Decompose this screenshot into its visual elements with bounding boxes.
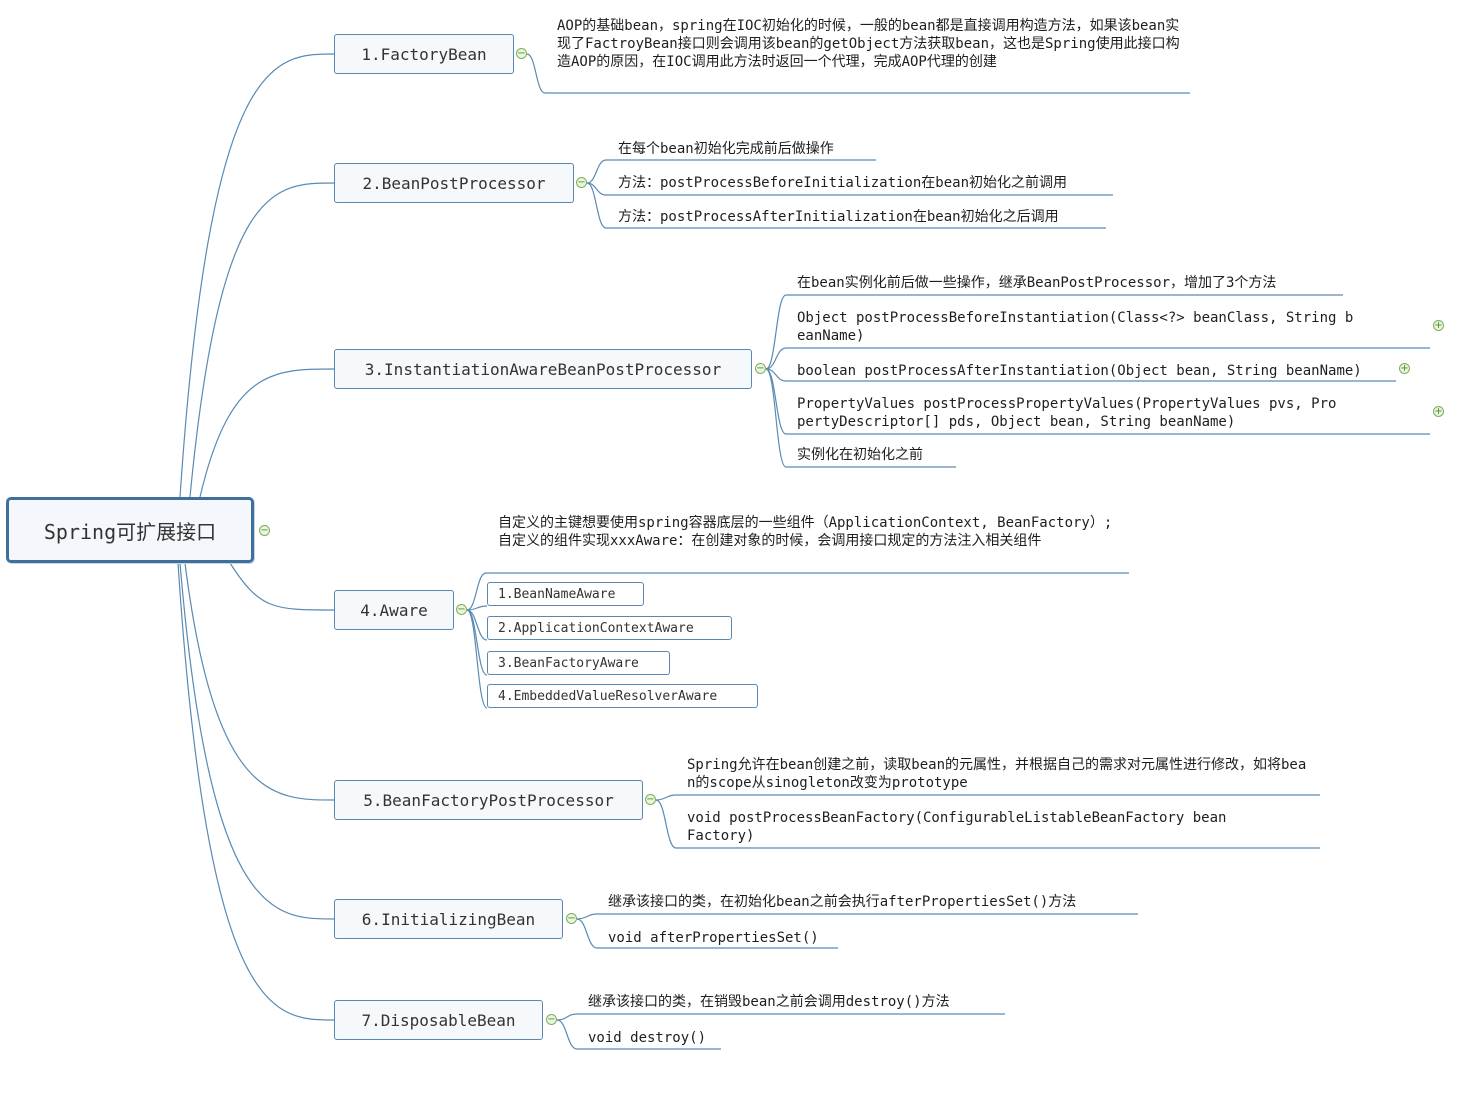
link-b6-leaf-1 (576, 918, 598, 949)
link-b7-leaf-0 (556, 1013, 578, 1021)
branch-label: 3.InstantiationAwareBeanPostProcessor (364, 359, 722, 379)
branch-beanfactorypostprocessor-toggle[interactable]: − (645, 794, 656, 805)
beanpostprocessor-desc: 在每个bean初始化完成前后做操作 (618, 141, 834, 157)
branch-label: 5.BeanFactoryPostProcessor (363, 790, 614, 810)
initializingbean-desc: 继承该接口的类，在初始化bean之前会执行afterPropertiesSet(… (608, 894, 1077, 910)
branch-beanpostprocessor[interactable]: 2.BeanPostProcessor (334, 163, 574, 203)
link-b2-leaf-2 (586, 182, 607, 229)
root-link-1 (179, 53, 335, 498)
branch-disposablebean[interactable]: 7.DisposableBean (334, 1000, 543, 1040)
branch-label: 4.Aware (360, 600, 428, 620)
branch-initializingbean-toggle[interactable]: − (566, 913, 577, 924)
root-link-3 (199, 368, 335, 498)
instantiationaware-method-properties: PropertyValues postProcessPropertyValues… (797, 396, 1337, 430)
branch-aware-toggle[interactable]: − (456, 604, 467, 615)
aware-description: 自定义的主键想要使用spring容器底层的一些组件（ApplicationCon… (498, 515, 1113, 549)
link-b4-desc (466, 572, 487, 611)
link-b7-leaf-1 (556, 1019, 578, 1050)
branch-disposablebean-toggle[interactable]: − (546, 1014, 557, 1025)
branch-beanfactorypostprocessor[interactable]: 5.BeanFactoryPostProcessor (334, 780, 643, 820)
root-link-5 (184, 562, 335, 801)
link-b4-child-0 (466, 605, 488, 611)
branch-factorybean-toggle[interactable]: − (516, 48, 527, 59)
link-b3-leaf-2 (765, 368, 787, 382)
branch-label: 6.InitializingBean (361, 909, 536, 929)
beanfactorypostprocessor-desc: Spring允许在bean创建之前，读取bean的元属性，并根据自己的需求对元属… (687, 757, 1307, 791)
root-node[interactable]: Spring可扩展接口 (6, 497, 254, 563)
branch-instantiationaware[interactable]: 3.InstantiationAwareBeanPostProcessor (334, 349, 752, 389)
root-link-7 (177, 562, 335, 1021)
disposablebean-desc: 继承该接口的类，在销毁bean之前会调用destroy()方法 (588, 994, 950, 1010)
link-b3-leaf-1 (765, 347, 787, 370)
instantiationaware-method-before: Object postProcessBeforeInstantiation(Cl… (797, 310, 1354, 344)
branch-label: 7.DisposableBean (361, 1010, 516, 1030)
aware-child-applicationcontextaware[interactable]: 2.ApplicationContextAware (487, 616, 732, 640)
branch-label: 2.BeanPostProcessor (362, 173, 546, 193)
link-b6-leaf-0 (576, 913, 598, 920)
disposablebean-method: void destroy() (588, 1030, 707, 1046)
root-collapse-toggle[interactable]: − (259, 525, 270, 536)
method-before-expand-toggle[interactable]: + (1433, 320, 1444, 331)
method-after-expand-toggle[interactable]: + (1399, 363, 1410, 374)
link-b5-leaf-1 (655, 799, 677, 849)
link-b4-child-2 (466, 609, 488, 676)
branch-factorybean[interactable]: 1.FactoryBean (334, 34, 514, 74)
beanpostprocessor-method-before: 方法：postProcessBeforeInitialization在bean初… (618, 175, 1068, 191)
link-b2-leaf-0 (586, 159, 607, 184)
beanfactorypostprocessor-method: void postProcessBeanFactory(Configurable… (687, 810, 1227, 844)
beanpostprocessor-method-after: 方法：postProcessAfterInitialization在bean初始… (618, 209, 1059, 225)
factorybean-description: AOP的基础bean，spring在IOC初始化的时候，一般的bean都是直接调… (557, 18, 1180, 70)
root-link-4 (229, 562, 335, 611)
link-b5-leaf-0 (655, 794, 677, 801)
aware-child-beannameaware[interactable]: 1.BeanNameAware (487, 582, 644, 606)
branch-label: 1.FactoryBean (361, 44, 487, 64)
root-label: Spring可扩展接口 (43, 519, 217, 544)
link-b3-leaf-4 (765, 368, 787, 468)
link-b4-child-3 (466, 609, 488, 709)
root-link-2 (189, 182, 335, 498)
branch-aware[interactable]: 4.Aware (334, 590, 454, 630)
link-b3-leaf-0 (765, 294, 787, 370)
instantiationaware-method-after: boolean postProcessAfterInstantiation(Ob… (797, 363, 1362, 379)
method-properties-expand-toggle[interactable]: + (1433, 406, 1444, 417)
branch-instantiationaware-toggle[interactable]: − (755, 363, 766, 374)
root-link-6 (179, 562, 335, 920)
instantiationaware-note: 实例化在初始化之前 (797, 447, 923, 463)
aware-child-embeddedvalueresolveraware[interactable]: 4.EmbeddedValueResolverAware (487, 684, 758, 708)
initializingbean-method: void afterPropertiesSet() (608, 930, 819, 946)
link-b1-leaf (526, 53, 546, 94)
branch-beanpostprocessor-toggle[interactable]: − (576, 177, 587, 188)
instantiationaware-desc: 在bean实例化前后做一些操作，继承BeanPostProcessor，增加了3… (797, 275, 1277, 291)
branch-initializingbean[interactable]: 6.InitializingBean (334, 899, 563, 939)
aware-child-beanfactoryaware[interactable]: 3.BeanFactoryAware (487, 651, 670, 675)
link-b3-leaf-3 (765, 368, 787, 435)
